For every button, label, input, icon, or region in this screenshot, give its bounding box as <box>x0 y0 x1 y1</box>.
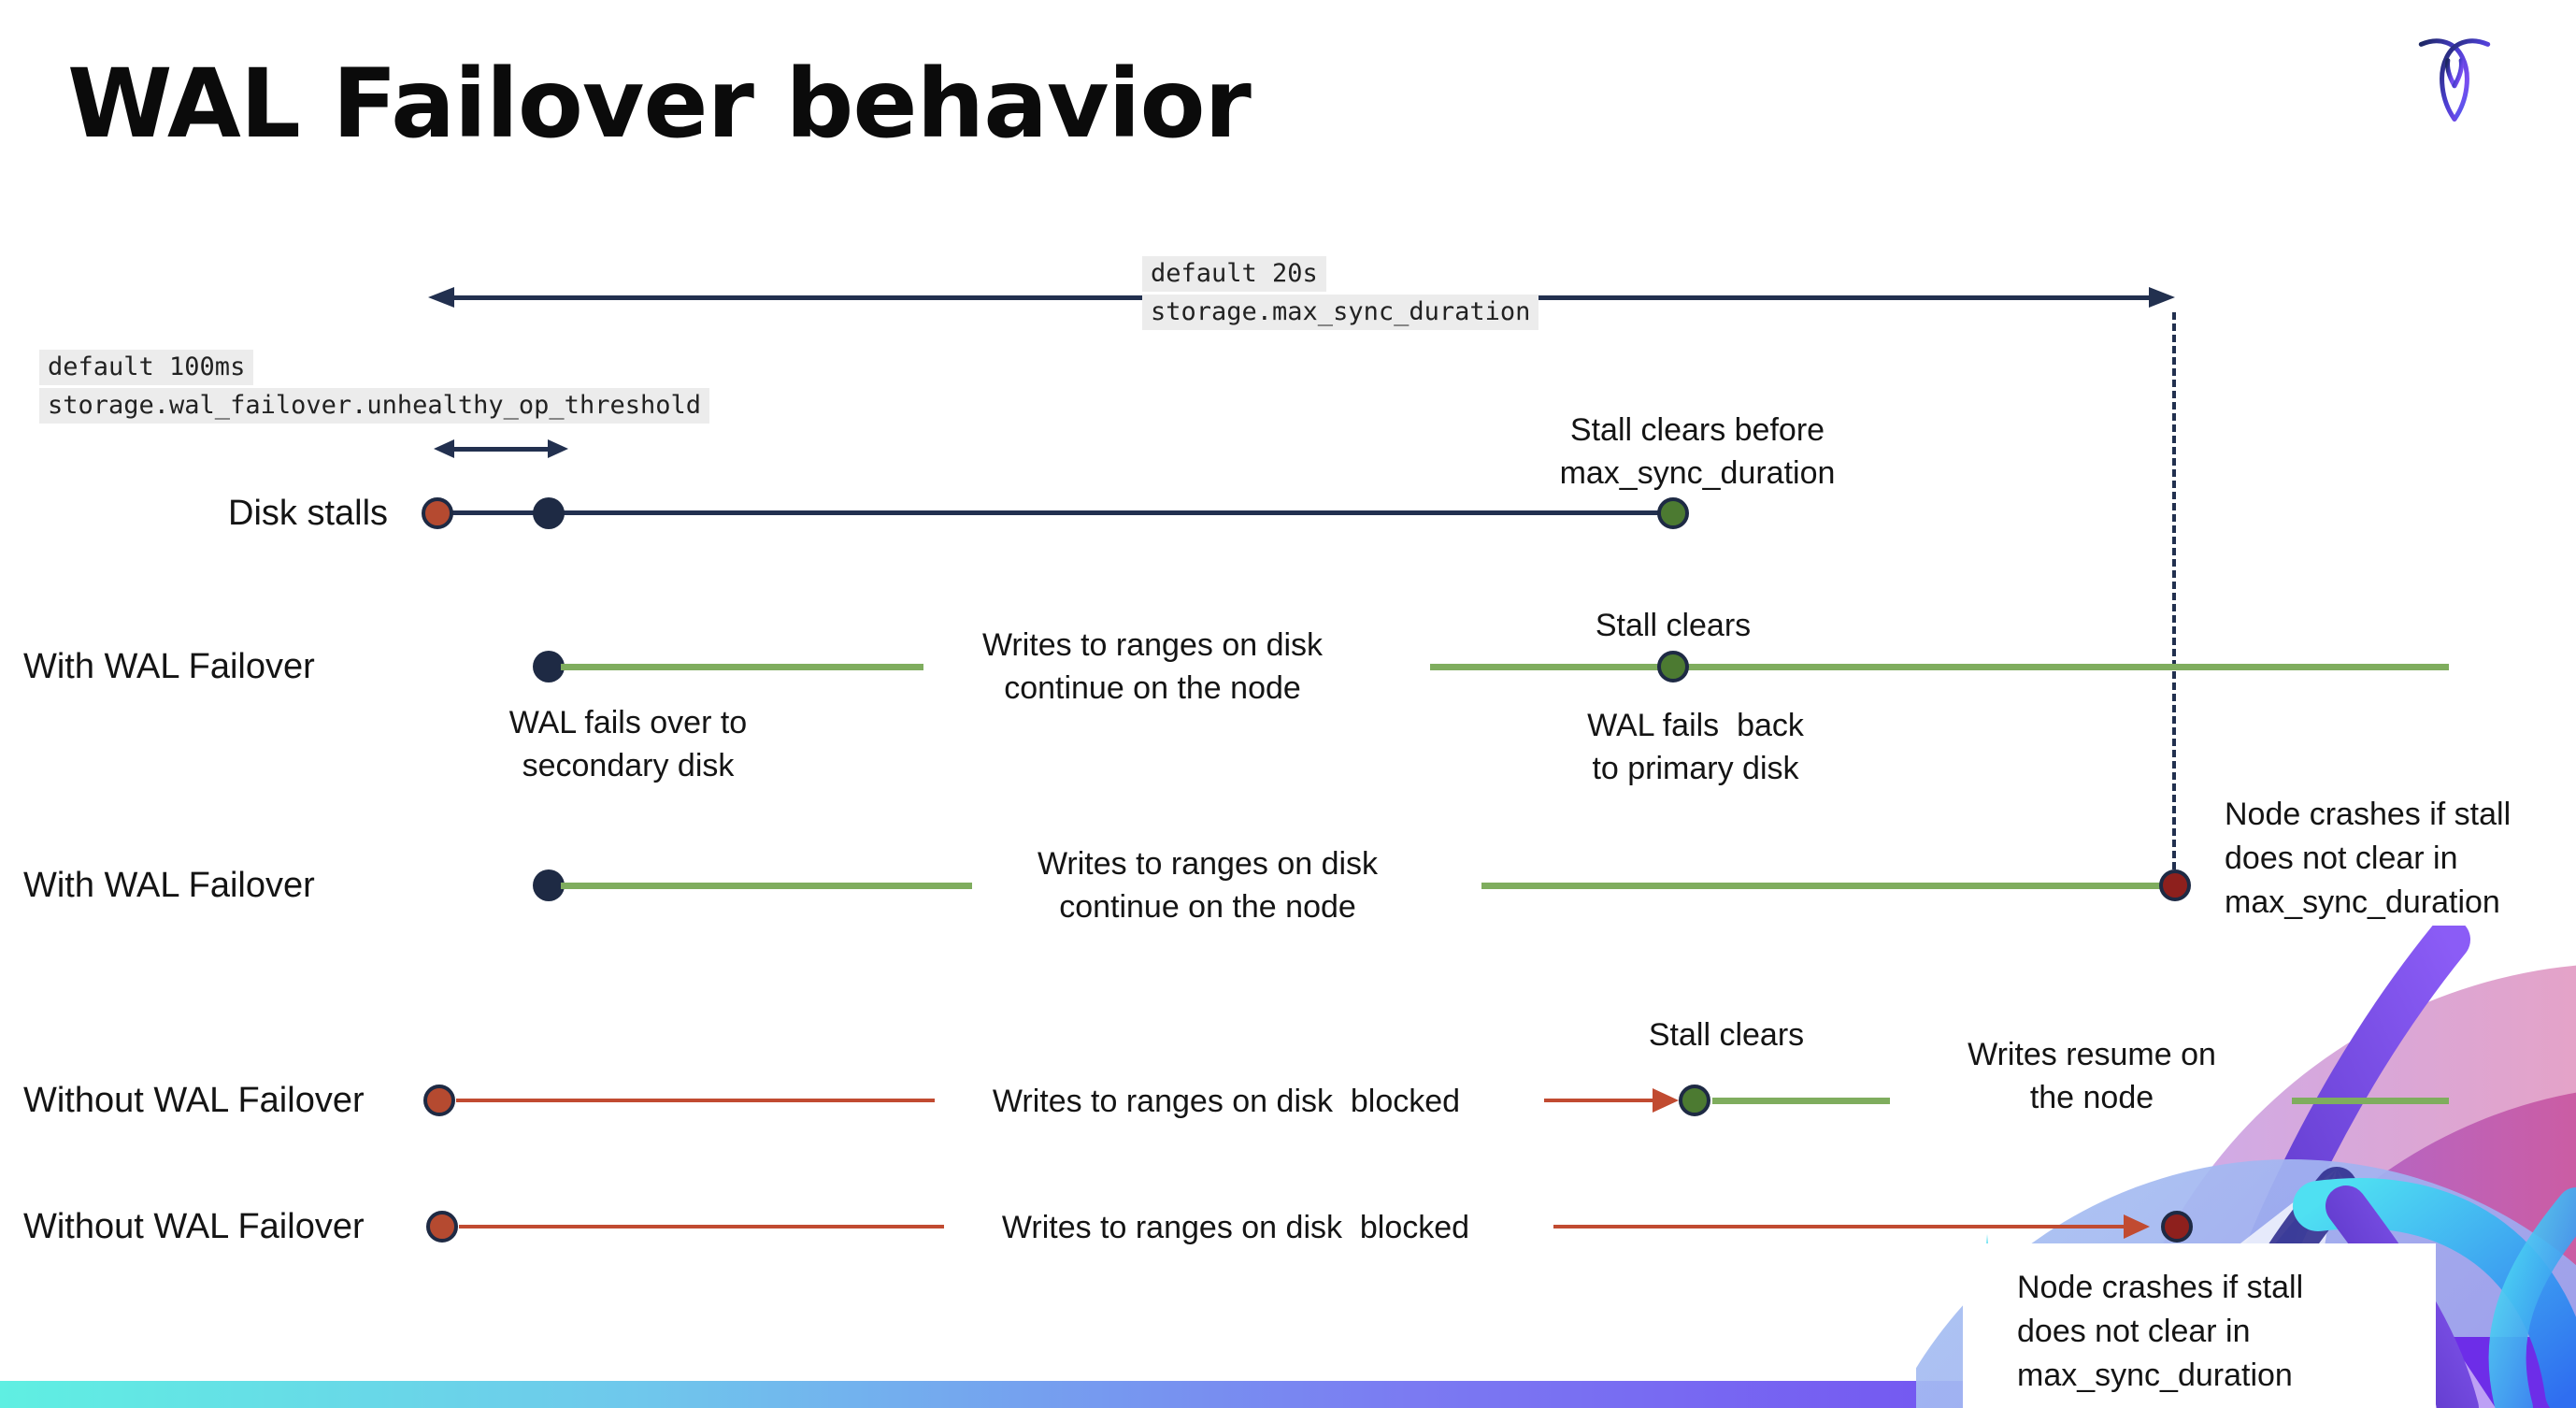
red-timeline-row4-seg1 <box>456 1099 935 1102</box>
red-arrowhead-row5-icon <box>2124 1214 2150 1239</box>
threshold-arrow-line <box>452 447 550 452</box>
row-label-with-wal-failover-2: With WAL Failover <box>23 866 315 905</box>
red-arrowhead-row4-icon <box>1653 1088 1679 1113</box>
green-timeline-row2-seg1 <box>561 664 923 670</box>
max-sync-setting-name: storage.max_sync_duration <box>1142 295 1539 330</box>
node-crashes-note-row5: Node crashes if stall does not clear in … <box>2017 1270 2304 1393</box>
stall-clears-note-row4: Stall clears <box>1648 1017 1805 1053</box>
stall-clears-note-row2: Stall clears <box>1595 608 1752 643</box>
row-label-with-wal-failover-1: With WAL Failover <box>23 647 315 686</box>
cockroach-logo-svg <box>2418 38 2491 122</box>
writes-continue-note-row3: Writes to ranges on disk continue on the… <box>1037 846 1379 925</box>
red-timeline-row5-seg2 <box>1553 1225 2137 1228</box>
row-label-without-wal-failover-2: Without WAL Failover <box>23 1207 365 1246</box>
stall-clears-dot-row4 <box>1679 1085 1710 1116</box>
node-crash-dot-row3 <box>2159 869 2191 901</box>
crash-caption-box: Node crashes if stall does not clear in … <box>1963 1243 2436 1408</box>
green-timeline-row3-seg2 <box>1481 883 2161 889</box>
writes-resume-note: Writes resume on the node <box>1968 1037 2216 1115</box>
threshold-label: default 100ms storage.wal_failover.unhea… <box>39 350 709 426</box>
threshold-default-value: default 100ms <box>39 350 254 385</box>
cyan-arc-band <box>2293 1177 2576 1408</box>
threshold-arrowhead-right-icon <box>548 439 568 458</box>
writes-blocked-note-row5: Writes to ranges on disk blocked <box>1001 1210 1470 1245</box>
disk-stalls-timeline <box>437 510 1673 515</box>
node-crashes-note-row3: Node crashes if stall does not clear in … <box>2225 797 2512 920</box>
cockroach-logo-icon <box>2408 34 2501 127</box>
max-sync-default-value: default 20s <box>1142 256 1326 292</box>
arrowhead-left-icon <box>428 287 454 308</box>
node-crash-dot-row5 <box>2161 1211 2193 1243</box>
threshold-reached-dot <box>533 497 565 529</box>
green-timeline-row3-seg1 <box>561 883 972 889</box>
cyan-arc-band-2 <box>2488 1187 2576 1408</box>
page-title: WAL Failover behavior <box>67 49 1252 160</box>
green-timeline-row2-seg2 <box>1430 664 2449 670</box>
stall-start-dot-row5 <box>426 1211 458 1243</box>
failover-dot-row2 <box>533 651 565 682</box>
wal-fails-over-note: WAL fails over to secondary disk <box>508 705 748 783</box>
stall-clears-before-note: Stall clears before max_sync_duration <box>1559 412 1836 491</box>
red-timeline-row4-seg2 <box>1544 1099 1666 1102</box>
max-sync-duration-label: default 20s storage.max_sync_duration <box>1142 256 1539 333</box>
arrowhead-right-icon <box>2149 287 2175 308</box>
green-timeline-row4-seg1 <box>1712 1098 1890 1104</box>
stall-clears-dot-row1 <box>1657 497 1689 529</box>
red-timeline-row5-seg1 <box>459 1225 944 1228</box>
writes-blocked-note-row4: Writes to ranges on disk blocked <box>992 1084 1461 1119</box>
threshold-arrowhead-left-icon <box>434 439 454 458</box>
green-timeline-row4-seg2 <box>2292 1098 2449 1104</box>
max-sync-dashed-line <box>2172 312 2176 869</box>
threshold-setting-name: storage.wal_failover.unhealthy_op_thresh… <box>39 388 709 424</box>
wal-fails-back-note: WAL fails back to primary disk <box>1587 708 1804 786</box>
failover-dot-row3 <box>533 869 565 901</box>
row-label-without-wal-failover-1: Without WAL Failover <box>23 1081 365 1120</box>
stall-clears-dot-row2 <box>1657 651 1689 682</box>
disk-stall-start-dot <box>422 497 453 529</box>
writes-continue-note-row2: Writes to ranges on disk continue on the… <box>981 627 1324 706</box>
row-label-disk-stalls: Disk stalls <box>228 494 389 533</box>
stall-start-dot-row4 <box>423 1085 455 1116</box>
